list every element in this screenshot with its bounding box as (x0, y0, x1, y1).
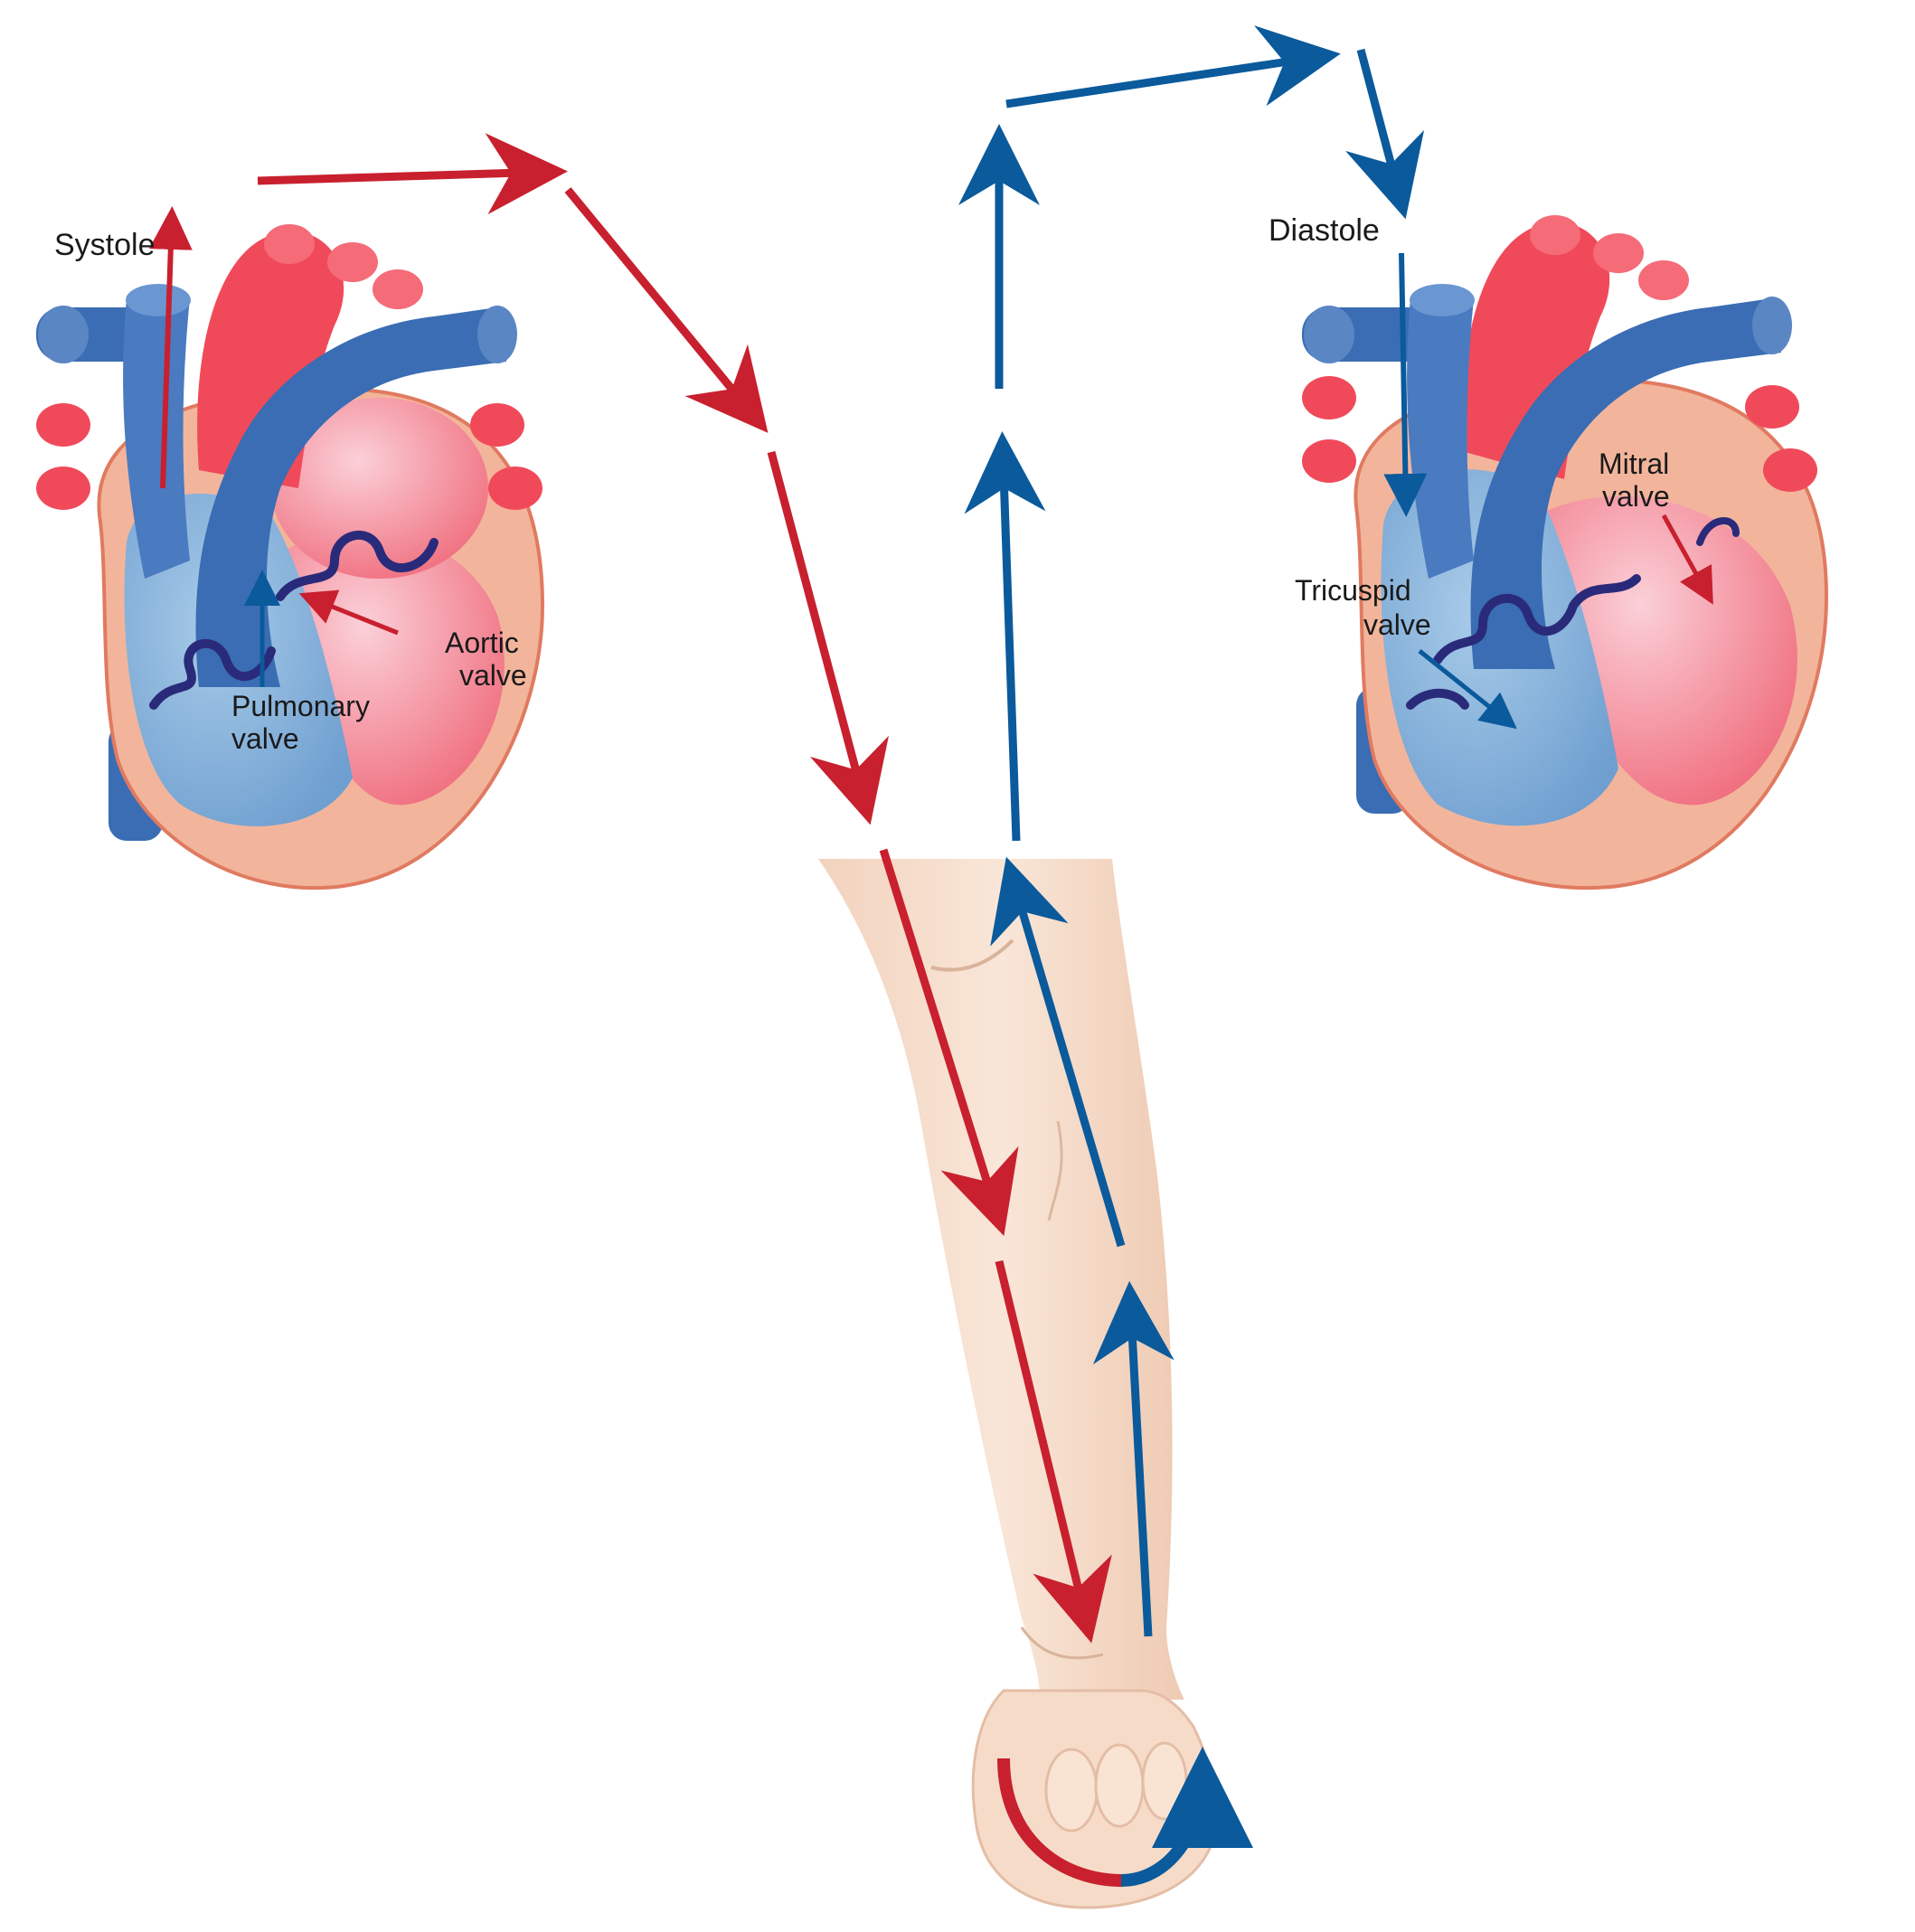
superior-vena-cava (123, 298, 190, 579)
arterial-arrow-5 (995, 1259, 1112, 1644)
pulmonary-vein-left-1 (36, 403, 90, 447)
pulmonary-trunk (195, 307, 506, 687)
pulmonary-valve-label-1: Pulmonary (231, 690, 370, 722)
pulmonary-valve-label-2: valve (231, 722, 299, 755)
venous-arrow-3 (964, 431, 1046, 842)
aortic-pointer-arrow (298, 589, 399, 636)
tricuspid-valve-label-2: valve (1363, 608, 1431, 641)
mitral-valve-label-2: valve (1602, 480, 1670, 513)
forearm (818, 859, 1253, 1909)
arterial-flow (257, 133, 1112, 1644)
aortic-valve-label-1: Aortic (445, 627, 519, 659)
tricuspid-valve-shape (1433, 574, 1641, 664)
aortic-valve-label-2: valve (459, 659, 527, 692)
fist-arterial-arc (997, 1758, 1122, 1887)
diastole-heart (1302, 215, 1829, 891)
venous-arrow-2 (990, 856, 1126, 1248)
tricuspid-flow-arrow (1418, 649, 1517, 730)
arterial-arrow-4 (879, 848, 1019, 1237)
venous-arrow-6 (1345, 48, 1425, 220)
mitral-flow-arrow (1661, 514, 1713, 605)
pulmonary-vein-left-2 (36, 467, 90, 510)
mitral-valve-shape (1696, 517, 1740, 546)
arterial-arrow-3 (767, 450, 889, 825)
systole-label: Systole (54, 228, 156, 262)
left-atrium (271, 398, 488, 579)
venous-arrow-1 (1092, 1281, 1174, 1637)
pulmonary-trunk-right (1470, 298, 1781, 669)
tricuspid-valve-label-1: Tricuspid (1295, 574, 1411, 607)
venous-arrow-5 (1005, 25, 1341, 108)
diastole-label: Diastole (1269, 213, 1380, 248)
aortic-outflow-arrow (148, 206, 193, 489)
aortic-valve-shape (276, 531, 439, 601)
atrial-inflow-arrow (1383, 252, 1428, 517)
arterial-arrow-2 (564, 187, 769, 433)
fist-venous-arc (1120, 1747, 1253, 1887)
mitral-valve-label-1: Mitral (1599, 448, 1669, 480)
pulmonary-valve-shape (149, 639, 276, 710)
venous-flow (958, 25, 1425, 1637)
arterial-arrow-1 (257, 133, 568, 215)
systole-heart (36, 206, 545, 891)
